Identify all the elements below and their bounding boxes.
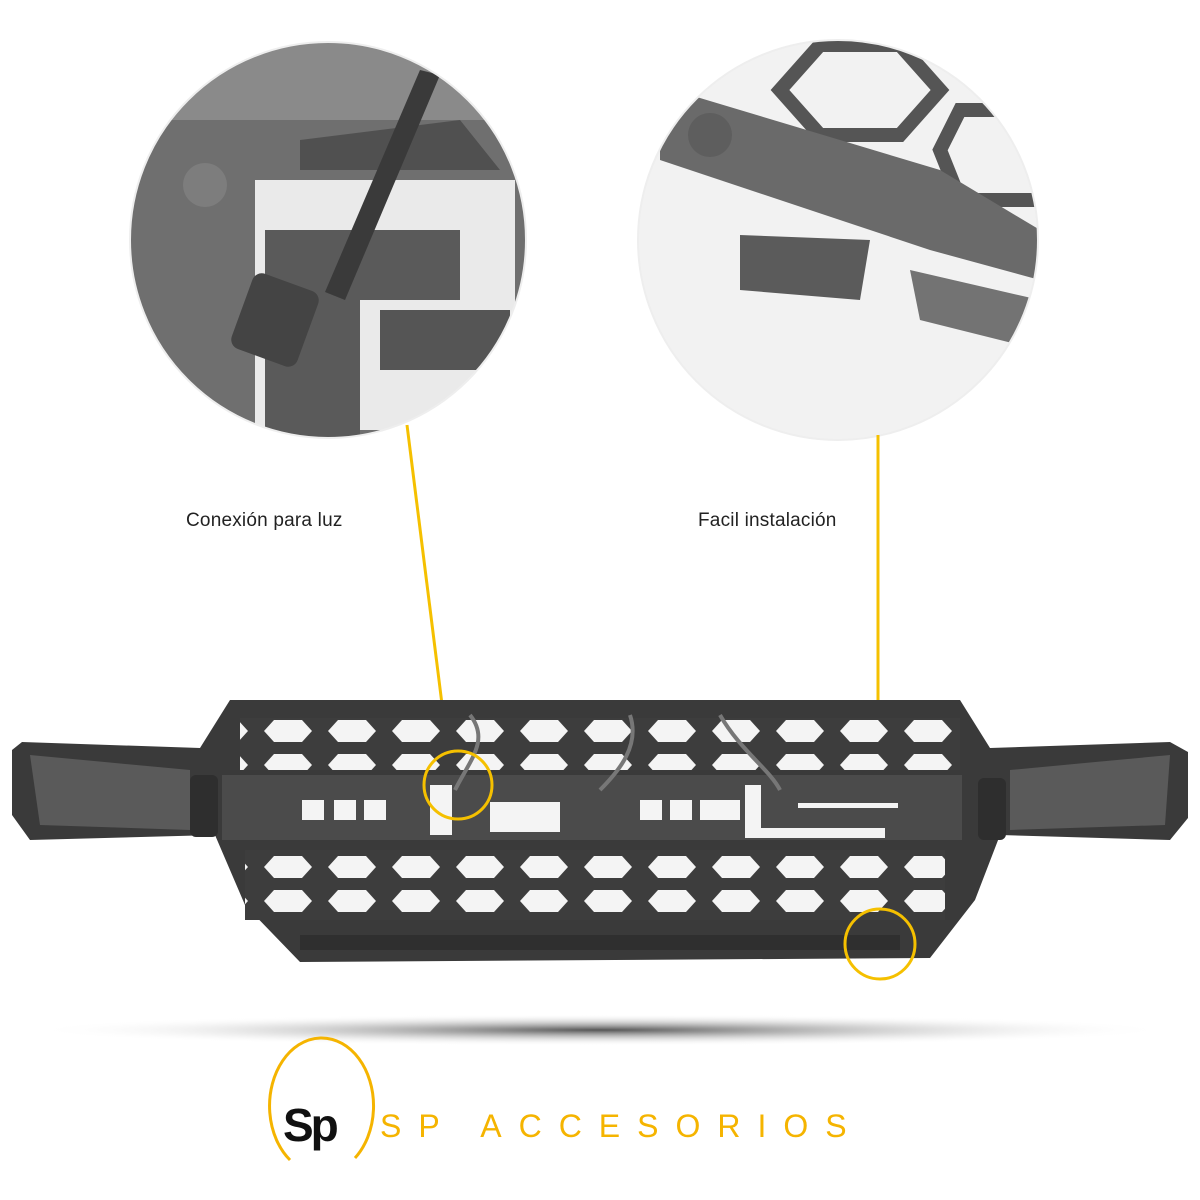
brand-logo: Sp [283,1099,339,1151]
circle-frame-left [129,41,527,439]
circle-frame-right [637,39,1039,441]
callout-label-light-connection: Conexión para luz [186,510,343,531]
detail-circle-easy-install [638,40,1038,440]
grille-product [12,700,1188,962]
highlight-circle-connection [422,749,494,821]
callout-label-easy-install: Facil instalación [698,510,837,531]
leader-line-left [405,424,450,753]
highlight-circle-clip [843,907,917,981]
brand-name: SP ACCESORIOS [380,1108,864,1144]
product-shadow [30,1014,1170,1046]
detail-circle-light-connection [130,42,526,438]
logo-ring [268,1036,376,1162]
